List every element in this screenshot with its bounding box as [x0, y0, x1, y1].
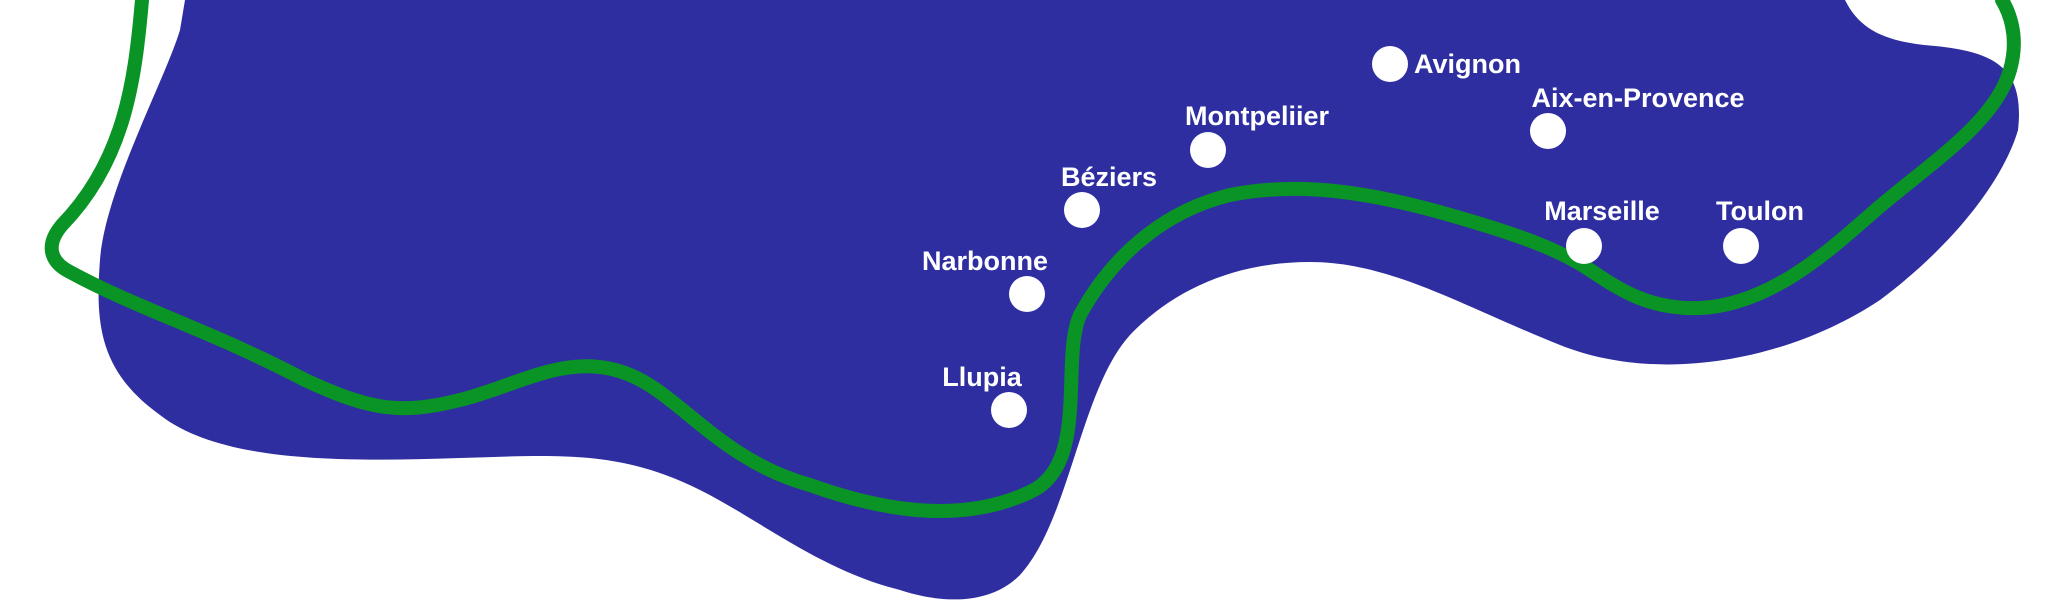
city-marker-toulon[interactable]	[1723, 228, 1759, 264]
city-label-marseille: Marseille	[1544, 196, 1660, 226]
city-label-avignon: Avignon	[1414, 49, 1521, 79]
city-label-beziers: Béziers	[1061, 162, 1157, 192]
city-label-narbonne: Narbonne	[922, 246, 1048, 276]
city-label-montpellier: Montpeliier	[1185, 101, 1329, 131]
city-marker-montpellier[interactable]	[1190, 132, 1226, 168]
city-marker-aix-en-provence[interactable]	[1530, 113, 1566, 149]
city-label-aix-en-provence: Aix-en-Provence	[1531, 83, 1744, 113]
city-labels: AvignonAix-en-ProvenceMontpeliierBéziers…	[922, 49, 1804, 392]
city-label-toulon: Toulon	[1716, 196, 1804, 226]
city-markers	[991, 46, 1759, 428]
city-marker-avignon[interactable]	[1372, 46, 1408, 82]
city-marker-narbonne[interactable]	[1009, 276, 1045, 312]
city-marker-llupia[interactable]	[991, 392, 1027, 428]
city-label-llupia: Llupia	[942, 362, 1022, 392]
city-marker-beziers[interactable]	[1064, 192, 1100, 228]
route-line	[44, 0, 2021, 518]
region-shape	[98, 0, 2019, 600]
city-marker-marseille[interactable]	[1566, 228, 1602, 264]
